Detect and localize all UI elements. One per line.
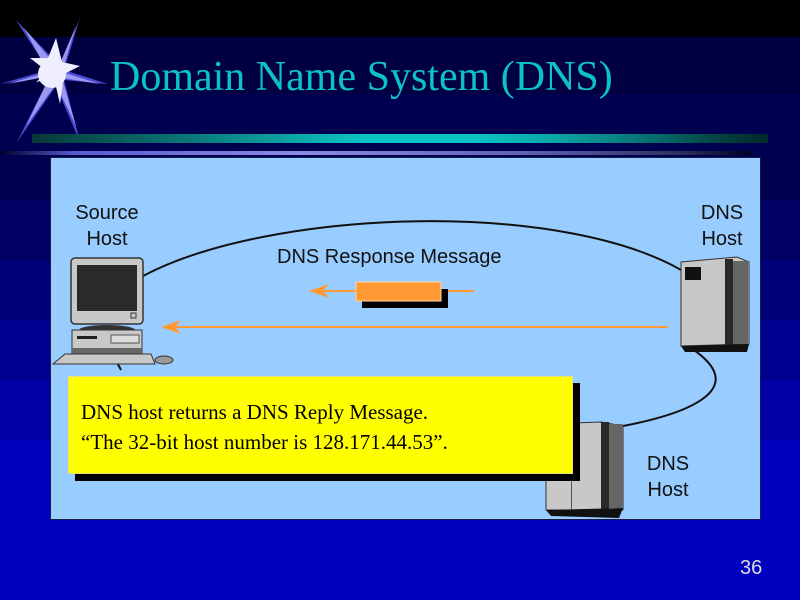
title-underline-bar <box>32 134 768 143</box>
page-number: 36 <box>740 557 763 579</box>
source-host-label-line2: Host <box>86 228 128 250</box>
source-host-label-line1: Source <box>75 202 139 224</box>
callout-line-2: “The 32-bit host number is 128.171.44.53… <box>81 430 448 454</box>
dns-host-secondary-label-line1: DNS <box>646 453 690 475</box>
message-arrowhead-icon <box>309 284 329 298</box>
dns-host-secondary-label-line2: Host <box>647 479 689 501</box>
response-arrowhead-icon <box>161 320 181 334</box>
dns-host-label-line2: Host <box>701 228 743 250</box>
dns-host-label: DNS Host <box>689 200 755 252</box>
callout-line-1: DNS host returns a DNS Reply Message. <box>81 400 429 424</box>
slide-title: Domain Name System (DNS) <box>110 54 613 100</box>
network-cable <box>142 220 692 277</box>
dns-host-secondary-label: DNS Host <box>635 451 701 503</box>
message-label: DNS Response Message <box>277 246 502 268</box>
diagram-panel: Source Host DNS Host DNS Host DNS Respon… <box>50 157 761 520</box>
title-underline-bar-thin <box>0 151 752 155</box>
source-host-label: Source Host <box>69 200 145 252</box>
network-connections <box>51 220 750 518</box>
message-packet-icon <box>355 281 442 302</box>
server-tower-icon <box>680 256 750 352</box>
starburst-icon <box>0 18 108 142</box>
desktop-computer-icon <box>51 257 174 365</box>
dns-host-label-line1: DNS <box>700 202 744 224</box>
callout-box: DNS host returns a DNS Reply Message. “T… <box>68 376 573 474</box>
network-cable <box>622 347 717 427</box>
